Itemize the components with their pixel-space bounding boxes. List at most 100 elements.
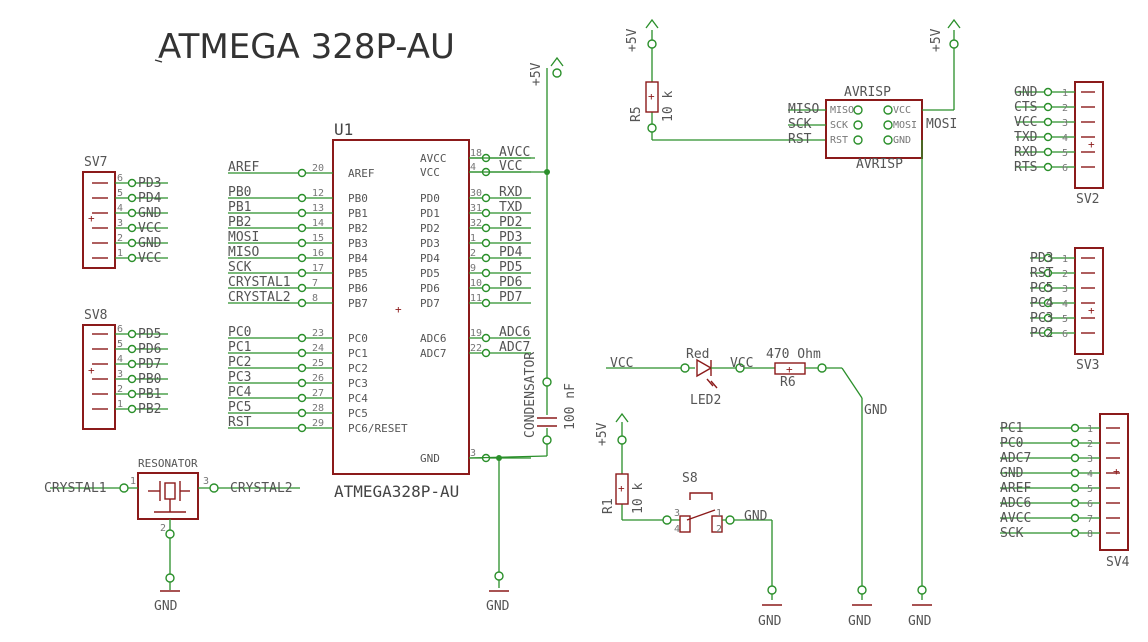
header-net: PC4: [1030, 296, 1054, 311]
u1-right-pin-name: PD0: [420, 192, 440, 205]
u1-left-net: PB2: [228, 215, 251, 230]
header-terminal: [1070, 513, 1080, 523]
u1-left-pin-num: 14: [312, 218, 324, 229]
header-net: PD6: [138, 342, 161, 357]
r1-value: 10 k: [631, 483, 646, 514]
header-net: PC0: [1000, 436, 1023, 451]
u1-left-pin-num: 12: [312, 188, 324, 199]
u1-right-terminal: [481, 283, 491, 293]
svg-text:2: 2: [160, 523, 166, 534]
sv4-name: SV4: [1106, 555, 1130, 570]
avrisp-pin-label: RST: [830, 135, 848, 146]
gnd-label-resonator: GND: [154, 599, 178, 614]
gnd-label-u1: GND: [486, 599, 510, 614]
header-terminal: [127, 253, 137, 263]
led-circuit[interactable]: VCC Red LED2 VCC + 470 Ohm R6 GND GND: [606, 347, 888, 629]
header-pin-num: 3: [117, 369, 123, 380]
header-terminal: [1070, 423, 1080, 433]
capacitor-100nf[interactable]: CONDENSATOR 100 nF GND: [468, 352, 578, 614]
header-net: VCC: [1014, 115, 1037, 130]
header-net: PB2: [138, 402, 161, 417]
u1-left-net: MOSI: [228, 230, 259, 245]
u1-left-net: PB1: [228, 200, 251, 215]
resistor-r5[interactable]: +5V + R5 10 k: [625, 18, 826, 141]
u1-right-terminal: [481, 268, 491, 278]
u1-right-pin-name: ADC7: [420, 347, 447, 360]
u1-right-pin-num: 9: [470, 263, 476, 274]
header-net: GND: [138, 236, 162, 251]
header-terminal: [1070, 483, 1080, 493]
header-pin-num: 5: [1062, 314, 1068, 325]
u1-left-pin-num: 15: [312, 233, 324, 244]
u1-left-pin-name: PB6: [348, 282, 368, 295]
header-net: RTS: [1014, 160, 1037, 175]
u1-right-pin-num: 2: [470, 248, 476, 259]
header-net: RST: [1030, 266, 1054, 281]
svg-text:3: 3: [203, 476, 209, 487]
u1-left-pin-num: 27: [312, 388, 324, 399]
header-net: PD3: [138, 176, 161, 191]
header-terminal: [1043, 147, 1053, 157]
resonator[interactable]: RESONATOR CRYSTAL1 CRYSTAL2 1 3 2 GND: [44, 457, 300, 614]
header-terminal: [127, 404, 137, 414]
u1-left-pin-name: PC5: [348, 407, 368, 420]
u1-right-terminal: [481, 193, 491, 203]
u1-right-net: RXD: [499, 185, 523, 200]
u1-right-pin-name: PD5: [420, 267, 440, 280]
header-pin-num: 2: [117, 233, 123, 244]
svg-text:+: +: [786, 363, 793, 376]
avrisp-pin-label: GND: [893, 135, 911, 146]
avrisp-pin-pad: [853, 135, 863, 145]
header-terminal: [127, 374, 137, 384]
header-net: GND: [138, 206, 162, 221]
header-terminal: [1070, 498, 1080, 508]
header-terminal: [127, 344, 137, 354]
u1-left-net: PC3: [228, 370, 251, 385]
resonator-right-net: CRYSTAL2: [230, 481, 293, 496]
header-pin-num: 3: [1062, 118, 1068, 129]
u1-right-pin-num: 31: [470, 203, 482, 214]
u1-left-terminal: [297, 333, 307, 343]
u1-left-net: PC1: [228, 340, 251, 355]
u1-right-pin-name: GND: [420, 452, 440, 465]
header-pin-num: 5: [1087, 484, 1093, 495]
u1-left-terminal: [297, 378, 307, 388]
u1-left-net: MISO: [228, 245, 259, 260]
u1-right-terminal: [481, 223, 491, 233]
header-pin-num: 6: [1062, 329, 1068, 340]
u1-left-pin-num: 28: [312, 403, 324, 414]
u1-right-net: PD6: [499, 275, 522, 290]
svg-text:1: 1: [716, 508, 722, 519]
avrisp-pin-pad: [853, 120, 863, 130]
u1-left-net: AREF: [228, 160, 259, 175]
header-net: GND: [1000, 466, 1024, 481]
u1-right-pin-name: PD1: [420, 207, 440, 220]
u1-ref: U1: [334, 120, 353, 139]
header-net: CTS: [1014, 100, 1037, 115]
header-pin-num: 3: [1062, 284, 1068, 295]
led-in-net: VCC: [610, 356, 633, 371]
header-pin-num: 6: [1087, 499, 1093, 510]
resonator-name: RESONATOR: [138, 457, 198, 470]
u1-left-terminal: [297, 168, 307, 178]
u1-left-pin-name: PC6/RESET: [348, 422, 408, 435]
schematic-title: ATMEGA 328P-AU: [158, 27, 455, 67]
u1-left-pin-name: PC0: [348, 332, 368, 345]
header-terminal: [1043, 87, 1053, 97]
u1-left-terminal: [297, 238, 307, 248]
svg-text:+: +: [88, 212, 95, 225]
u1-left-pin-num: 7: [312, 278, 318, 289]
header-pin-num: 8: [1087, 529, 1093, 540]
reset-circuit[interactable]: +5V + R1 10 k S8 3 4 1 2 GND GND: [595, 412, 782, 629]
svg-text:+: +: [618, 482, 625, 495]
u1-left-net: PC4: [228, 385, 252, 400]
avrisp-pin-label: VCC: [893, 105, 911, 116]
